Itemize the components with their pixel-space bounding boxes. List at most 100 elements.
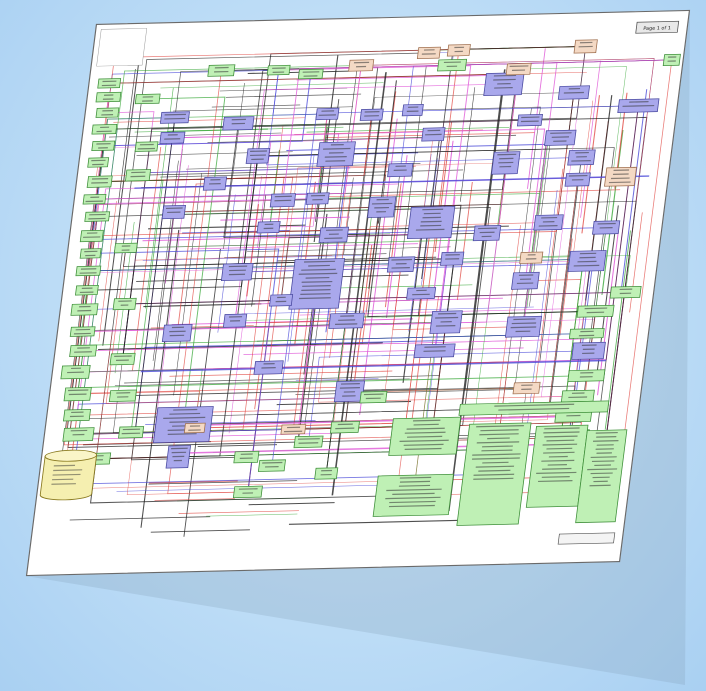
box-text-scribble: [120, 304, 129, 306]
box-text-scribble: [68, 393, 87, 396]
box-text-scribble: [251, 158, 264, 161]
database-body: [39, 454, 98, 501]
box-text-scribble: [568, 396, 588, 399]
box-text-scribble: [72, 433, 85, 436]
box-text-scribble: [167, 433, 197, 435]
connector-line: [98, 201, 117, 342]
connector-line: [206, 513, 298, 517]
connector-line: [402, 224, 424, 383]
component-box-green: [232, 485, 263, 499]
box-text-scribble: [389, 500, 436, 504]
component-box-shape: [576, 304, 615, 318]
box-text-scribble: [520, 120, 539, 123]
sheet-border: [25, 9, 691, 577]
component-box-blue: [161, 204, 186, 220]
box-text-scribble: [472, 453, 521, 456]
connector-line: [354, 245, 373, 381]
box-text-scribble: [302, 285, 331, 287]
component-box-shape: [305, 192, 330, 205]
box-text-scribble: [169, 420, 199, 423]
box-text-scribble: [164, 138, 181, 140]
box-text-scribble: [398, 484, 431, 487]
box-text-scribble: [239, 457, 253, 459]
box-text-scribble: [497, 153, 517, 156]
box-text-scribble: [519, 278, 532, 280]
box-text-scribble: [596, 436, 617, 438]
box-text-scribble: [318, 114, 337, 116]
box-text-scribble: [571, 392, 585, 394]
box-text-scribble: [543, 451, 575, 454]
component-box-shape: [269, 294, 294, 307]
box-text-scribble: [130, 175, 146, 178]
box-text-scribble: [328, 152, 344, 154]
box-text-scribble: [261, 367, 276, 369]
component-box-blue: [401, 103, 424, 117]
box-text-scribble: [163, 416, 206, 419]
box-text-scribble: [82, 236, 101, 238]
box-text-scribble: [595, 431, 618, 434]
connector-path: [95, 52, 429, 459]
component-box-shape: [86, 175, 113, 188]
component-box-peach: [416, 46, 441, 59]
box-text-scribble: [478, 227, 498, 230]
box-text-scribble: [544, 427, 580, 430]
box-text-scribble: [90, 196, 100, 198]
connector-path: [367, 207, 596, 318]
component-box-shape: [82, 193, 107, 205]
box-text-scribble: [340, 315, 355, 317]
box-text-scribble: [587, 468, 618, 471]
component-box-shape: [511, 271, 540, 290]
component-box-blue: [406, 287, 437, 300]
component-box-green: [388, 416, 462, 456]
database-text-scribble: [53, 469, 83, 472]
box-text-scribble: [525, 258, 537, 260]
box-text-scribble: [423, 49, 435, 51]
box-text-scribble: [493, 78, 516, 81]
database-text-scribble: [52, 473, 81, 476]
component-box-shape: [280, 424, 307, 435]
box-text-scribble: [137, 147, 156, 150]
connector-line: [207, 134, 517, 143]
component-box-blue: [617, 98, 660, 113]
box-text-scribble: [575, 151, 589, 154]
component-box-blue: [472, 225, 502, 242]
component-box-peach: [348, 59, 375, 72]
component-box-peach: [512, 381, 541, 395]
box-text-scribble: [122, 428, 141, 431]
connector-path: [86, 155, 259, 291]
box-text-scribble: [422, 216, 441, 219]
box-text-scribble: [376, 198, 389, 201]
box-text-scribble: [365, 397, 381, 400]
component-box-peach: [446, 44, 471, 57]
connector-path: [381, 200, 637, 477]
connector-line: [247, 246, 451, 252]
box-text-scribble: [84, 250, 98, 253]
component-box-shape: [161, 324, 193, 343]
connector-line: [116, 484, 413, 492]
connector-line: [140, 229, 180, 528]
component-box-blue: [511, 271, 540, 290]
box-text-scribble: [298, 297, 331, 300]
box-text-scribble: [189, 425, 201, 427]
page-label: Page 1 of 1: [635, 20, 680, 34]
box-text-scribble: [493, 74, 517, 77]
connector-path: [99, 174, 387, 208]
component-box-shape: [314, 467, 339, 480]
box-text-scribble: [101, 84, 117, 87]
box-text-scribble: [88, 217, 106, 220]
box-text-scribble: [70, 367, 82, 370]
component-box-green: [62, 427, 95, 442]
component-box-shape: [79, 229, 104, 243]
connector-line: [315, 189, 621, 198]
component-box-shape: [348, 59, 375, 72]
box-text-scribble: [213, 70, 229, 73]
component-box-shape: [406, 205, 456, 240]
connector-line: [408, 154, 432, 332]
box-text-scribble: [231, 118, 247, 121]
box-text-scribble: [301, 289, 331, 291]
component-box-peach: [280, 424, 307, 435]
component-box-blue: [161, 324, 193, 343]
component-box-shape: [113, 242, 138, 254]
component-box-shape: [316, 141, 356, 167]
box-text-scribble: [599, 227, 613, 229]
